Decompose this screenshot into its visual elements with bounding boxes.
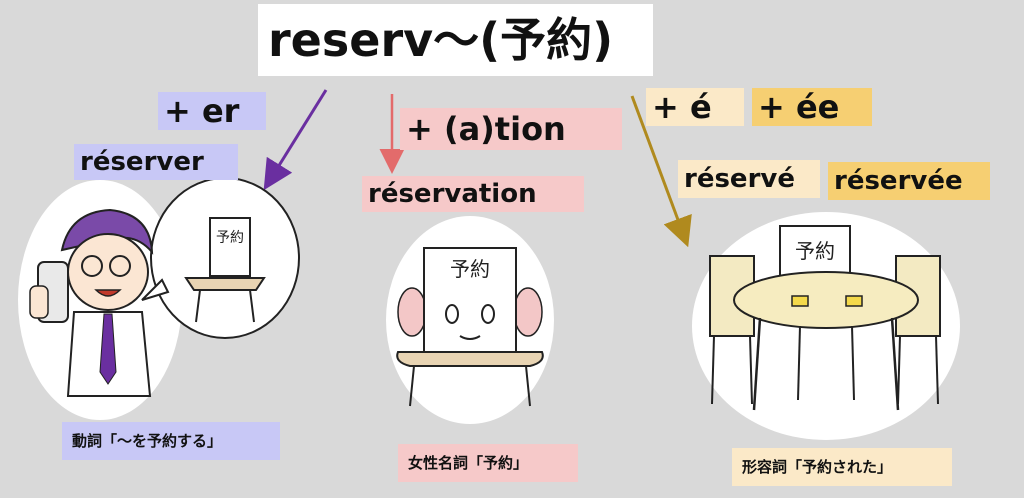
adjective-caption: 形容詞「予約された」 — [732, 448, 952, 486]
arrow-verb-icon — [263, 89, 328, 191]
adjective-fem-word-label: réservée — [828, 162, 990, 200]
arrow-adjective-icon — [630, 95, 692, 248]
page-title: reserv～(予約) — [258, 4, 653, 76]
adjective-masc-word-label: réservé — [678, 160, 820, 198]
noun-word-label: réservation — [362, 176, 584, 212]
reservation-sign-icon: 予約 — [386, 216, 554, 424]
svg-text:予約: 予約 — [450, 257, 490, 281]
verb-word-label: réserver — [74, 144, 238, 180]
man-with-phone-icon: 予約 — [18, 177, 300, 420]
noun-caption: 女性名詞「予約」 — [398, 444, 578, 482]
verb-caption: 動詞「～を予約する」 — [62, 422, 280, 460]
svg-text:予約: 予約 — [795, 239, 835, 263]
reserved-table-icon: 予約 — [692, 212, 960, 440]
verb-suffix-label: + er — [158, 92, 266, 130]
svg-text:予約: 予約 — [216, 230, 244, 246]
adjective-masc-suffix-label: + é — [646, 88, 744, 126]
noun-suffix-label: + (a)tion — [400, 108, 622, 150]
adjective-fem-suffix-label: + ée — [752, 88, 872, 126]
